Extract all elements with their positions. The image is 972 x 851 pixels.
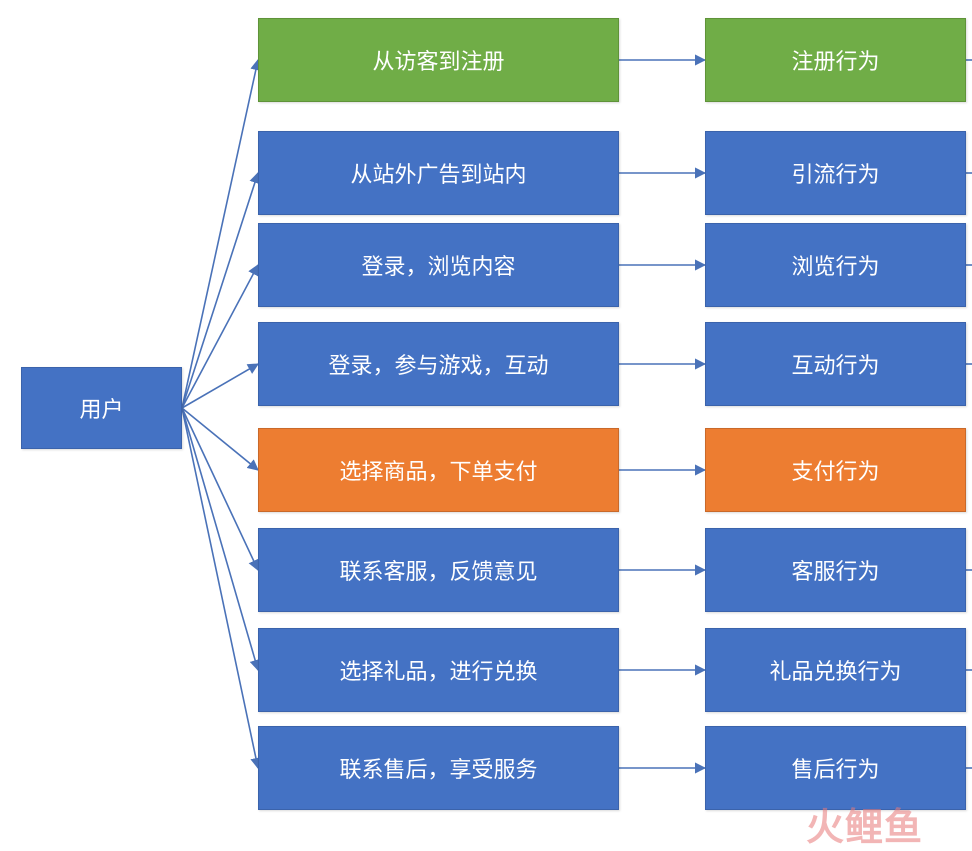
watermark-logo: 火鲤鱼 <box>806 796 923 851</box>
source-node-label: 联系客服，反馈意见 <box>339 560 538 585</box>
source-node-label: 登录，浏览内容 <box>361 255 516 280</box>
behavior-node-label: 浏览行为 <box>791 255 880 280</box>
source-node-5: 联系客服，反馈意见 <box>258 528 619 612</box>
source-node-1: 从站外广告到站内 <box>258 131 619 215</box>
source-node-0: 从访客到注册 <box>258 18 619 102</box>
behavior-node-0: 注册行为 <box>705 18 966 102</box>
watermark-text: 火鲤鱼 <box>806 805 924 849</box>
source-node-label: 从访客到注册 <box>372 50 505 75</box>
edge-root-row-4 <box>181 407 259 471</box>
source-node-4: 选择商品，下单支付 <box>258 428 619 512</box>
behavior-node-label: 引流行为 <box>791 163 880 188</box>
behavior-node-label: 礼品兑换行为 <box>769 660 902 685</box>
source-node-3: 登录，参与游戏，互动 <box>258 322 619 406</box>
edge-root-row-2 <box>181 264 259 409</box>
source-node-label: 选择礼品，进行兑换 <box>339 660 538 685</box>
behavior-node-2: 浏览行为 <box>705 223 966 307</box>
source-node-label: 登录，参与游戏，互动 <box>328 354 549 379</box>
edge-root-row-1 <box>181 171 261 409</box>
edge-root-row-0 <box>181 58 262 409</box>
behavior-node-6: 礼品兑换行为 <box>705 628 966 712</box>
behavior-node-5: 客服行为 <box>705 528 966 612</box>
source-node-label: 从站外广告到站内 <box>350 163 527 188</box>
behavior-node-label: 支付行为 <box>791 460 880 485</box>
edge-root-row-3 <box>181 363 259 409</box>
source-node-2: 登录，浏览内容 <box>258 223 619 307</box>
edge-root-row-6 <box>181 407 261 672</box>
behavior-node-3: 互动行为 <box>705 322 966 406</box>
root-node-user: 用户 <box>21 367 182 449</box>
root-node-label: 用户 <box>79 398 124 423</box>
source-node-6: 选择礼品，进行兑换 <box>258 628 619 712</box>
behavior-node-label: 注册行为 <box>791 50 880 75</box>
edge-root-row-5 <box>181 407 259 572</box>
behavior-node-1: 引流行为 <box>705 131 966 215</box>
source-node-label: 选择商品，下单支付 <box>339 460 538 485</box>
behavior-node-label: 互动行为 <box>791 354 880 379</box>
behavior-node-label: 售后行为 <box>791 758 880 783</box>
behavior-node-7: 售后行为 <box>705 726 966 810</box>
behavior-node-label: 客服行为 <box>791 560 880 585</box>
edge-root-row-7 <box>181 407 262 770</box>
behavior-node-4: 支付行为 <box>705 428 966 512</box>
source-node-7: 联系售后，享受服务 <box>258 726 619 810</box>
source-node-label: 联系售后，享受服务 <box>339 758 538 783</box>
